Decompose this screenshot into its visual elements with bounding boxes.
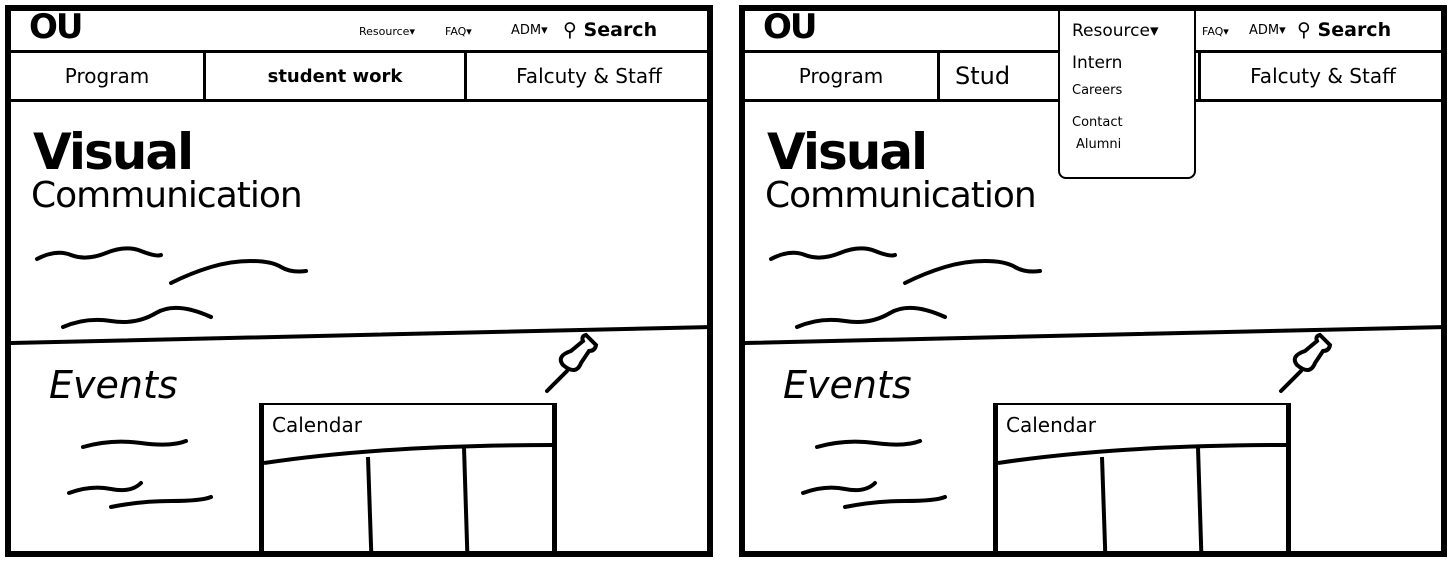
events-heading: Events [49, 363, 178, 407]
calendar-widget[interactable]: Calendar [259, 403, 557, 551]
calendar-label: Calendar [272, 413, 362, 437]
placeholder-text-squiggle [795, 305, 947, 329]
resource-dropdown: Resource▾ Intern Careers Contact Alumni [1058, 11, 1196, 179]
search-button[interactable]: ⚲ Search [563, 19, 657, 41]
calendar-label: Calendar [1006, 413, 1096, 437]
search-label: Search [583, 19, 658, 41]
placeholder-text-squiggle [903, 258, 1042, 285]
divider [203, 53, 206, 101]
placeholder-text-squiggle [169, 258, 308, 285]
nav-program[interactable]: Program [64, 64, 150, 88]
dropdown-item-contact[interactable]: Contact [1072, 115, 1123, 130]
hero-title-line1: Visual [33, 123, 194, 181]
nav-bar: Program student work Falcuty & Staff [11, 50, 707, 102]
placeholder-text-squiggle [843, 495, 947, 509]
resource-menu[interactable]: Resource▾ [359, 25, 415, 38]
section-divider [745, 325, 1441, 345]
adm-menu[interactable]: ADM▾ [1249, 23, 1286, 38]
hero-title-line1: Visual [767, 123, 928, 181]
pin-icon [1279, 332, 1333, 393]
placeholder-text-squiggle [769, 246, 897, 261]
placeholder-text-squiggle [801, 481, 877, 495]
nav-faculty-staff[interactable]: Falcuty & Staff [1250, 64, 1396, 88]
divider [1198, 53, 1201, 101]
nav-student-work[interactable]: Stud [955, 62, 1011, 90]
events-heading: Events [783, 363, 912, 407]
placeholder-text-squiggle [815, 439, 922, 449]
hero-title-line2: Communication [765, 175, 1037, 216]
section-divider [11, 325, 707, 345]
dropdown-item-alumni[interactable]: Alumni [1076, 137, 1122, 152]
calendar-grid [998, 443, 1288, 551]
placeholder-text-squiggle [81, 439, 188, 449]
logo[interactable]: OU [763, 7, 817, 47]
sketch-strokes [745, 246, 1441, 509]
placeholder-text-squiggle [67, 481, 143, 495]
search-label: Search [1317, 19, 1392, 41]
search-icon: ⚲ [563, 19, 577, 41]
logo[interactable]: OU [29, 7, 83, 47]
dropdown-header[interactable]: Resource▾ [1072, 21, 1159, 41]
search-icon: ⚲ [1297, 19, 1311, 41]
wireframe-resource-dropdown: OU Resource▾ Intern Careers Contact Alum… [739, 5, 1447, 557]
placeholder-text-squiggle [61, 305, 213, 329]
divider [937, 53, 940, 101]
calendar-widget[interactable]: Calendar [993, 403, 1291, 551]
hero-title-line2: Communication [31, 175, 303, 216]
faq-menu[interactable]: FAQ▾ [1202, 25, 1229, 38]
nav-student-work[interactable]: student work [267, 65, 403, 87]
sketch-strokes [11, 246, 707, 509]
nav-program[interactable]: Program [798, 64, 884, 88]
faq-menu[interactable]: FAQ▾ [445, 25, 472, 38]
adm-menu[interactable]: ADM▾ [511, 23, 548, 38]
dropdown-item-careers[interactable]: Careers [1072, 83, 1123, 98]
nav-faculty-staff[interactable]: Falcuty & Staff [516, 64, 662, 88]
calendar-grid [264, 443, 554, 551]
placeholder-text-squiggle [109, 495, 213, 509]
divider [464, 53, 467, 101]
search-button[interactable]: ⚲ Search [1297, 19, 1391, 41]
placeholder-text-squiggle [35, 246, 163, 261]
dropdown-item-intern[interactable]: Intern [1072, 53, 1123, 73]
pin-icon [545, 332, 599, 393]
wireframe-default: OU Resource▾ FAQ▾ ADM▾ ⚲ Search Program … [5, 5, 713, 557]
